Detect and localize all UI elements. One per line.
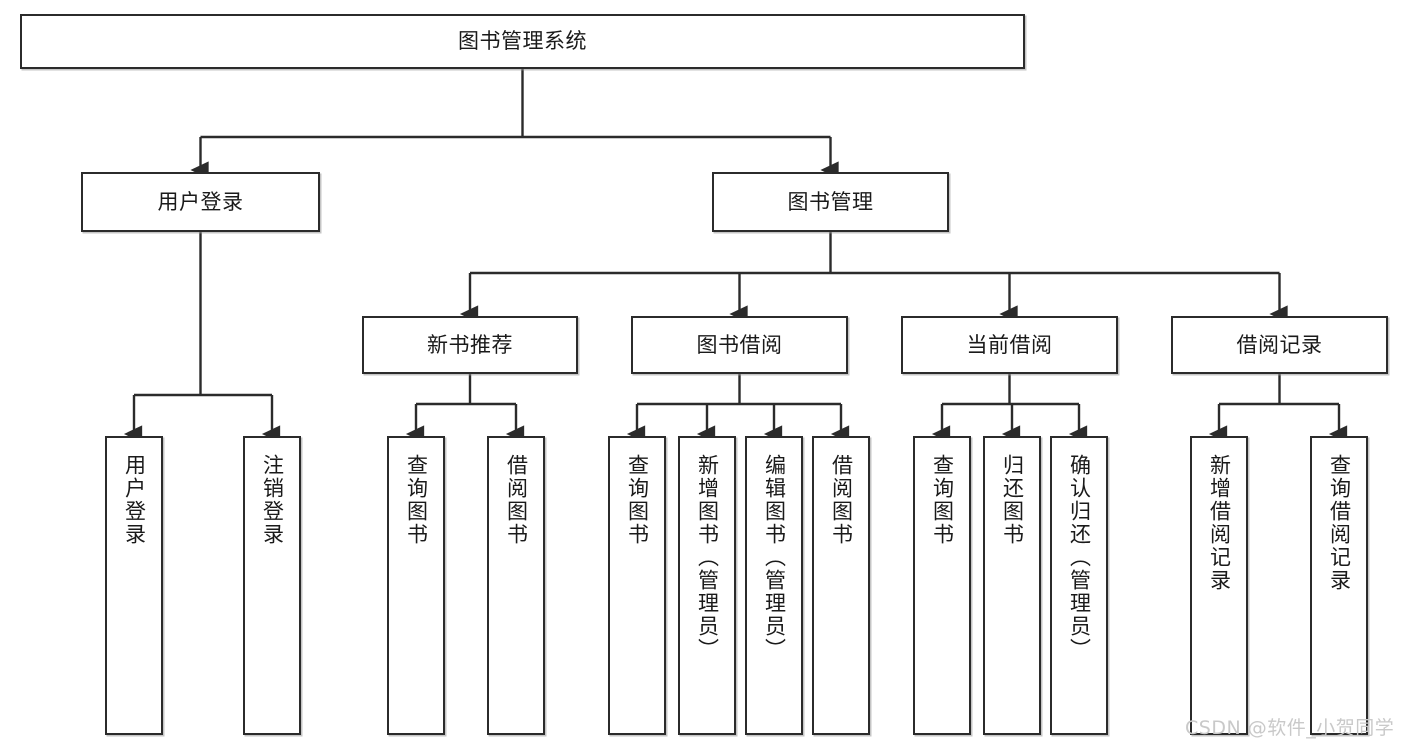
node-root-label: 图书管理系统	[458, 29, 587, 54]
node-leaf-add-book-label: 新增图书（管理员）	[695, 454, 720, 661]
node-leaf-borrow-book[interactable]: 借阅图书	[812, 436, 870, 735]
node-borrow-record[interactable]: 借阅记录	[1171, 316, 1388, 374]
node-leaf-user-login-label: 用户登录	[122, 454, 147, 546]
node-leaf-query-book-borrow-label: 查询图书	[625, 454, 650, 546]
node-leaf-add-book[interactable]: 新增图书（管理员）	[678, 436, 736, 735]
node-leaf-query-book-rec[interactable]: 查询图书	[387, 436, 445, 735]
node-new-book-recommend[interactable]: 新书推荐	[362, 316, 578, 374]
node-leaf-add-record[interactable]: 新增借阅记录	[1190, 436, 1248, 735]
node-leaf-borrow-book-label: 借阅图书	[829, 454, 854, 546]
node-leaf-query-record-label: 查询借阅记录	[1327, 454, 1352, 592]
node-leaf-confirm-return[interactable]: 确认归还（管理员）	[1050, 436, 1108, 735]
node-new-book-recommend-label: 新书推荐	[427, 332, 513, 357]
csdn-watermark: CSDN @软件_小贺同学	[1185, 717, 1395, 739]
node-book-manage[interactable]: 图书管理	[712, 172, 949, 232]
node-user-login-label: 用户登录	[157, 189, 244, 214]
node-leaf-query-book-borrow[interactable]: 查询图书	[608, 436, 666, 735]
node-user-login[interactable]: 用户登录	[81, 172, 320, 232]
node-book-borrow[interactable]: 图书借阅	[631, 316, 848, 374]
node-leaf-query-book-current[interactable]: 查询图书	[913, 436, 971, 735]
node-leaf-borrow-book-rec[interactable]: 借阅图书	[487, 436, 545, 735]
node-root[interactable]: 图书管理系统	[20, 14, 1025, 69]
node-book-borrow-label: 图书借阅	[696, 332, 783, 357]
node-leaf-edit-book-label: 编辑图书（管理员）	[762, 454, 787, 661]
node-book-manage-label: 图书管理	[787, 189, 874, 214]
node-leaf-query-book-current-label: 查询图书	[930, 454, 955, 546]
node-leaf-edit-book[interactable]: 编辑图书（管理员）	[745, 436, 803, 735]
node-current-borrow[interactable]: 当前借阅	[901, 316, 1118, 374]
node-borrow-record-label: 借阅记录	[1236, 332, 1323, 357]
node-leaf-borrow-book-rec-label: 借阅图书	[504, 454, 529, 546]
node-leaf-add-record-label: 新增借阅记录	[1207, 454, 1232, 592]
node-leaf-return-book[interactable]: 归还图书	[983, 436, 1041, 735]
node-leaf-user-login[interactable]: 用户登录	[105, 436, 163, 735]
node-leaf-return-book-label: 归还图书	[1000, 454, 1025, 546]
node-current-borrow-label: 当前借阅	[966, 332, 1053, 357]
node-leaf-logout-label: 注销登录	[260, 454, 285, 546]
node-leaf-logout[interactable]: 注销登录	[243, 436, 301, 735]
node-leaf-query-record[interactable]: 查询借阅记录	[1310, 436, 1368, 735]
node-leaf-confirm-return-label: 确认归还（管理员）	[1067, 454, 1092, 661]
node-leaf-query-book-rec-label: 查询图书	[404, 454, 429, 546]
